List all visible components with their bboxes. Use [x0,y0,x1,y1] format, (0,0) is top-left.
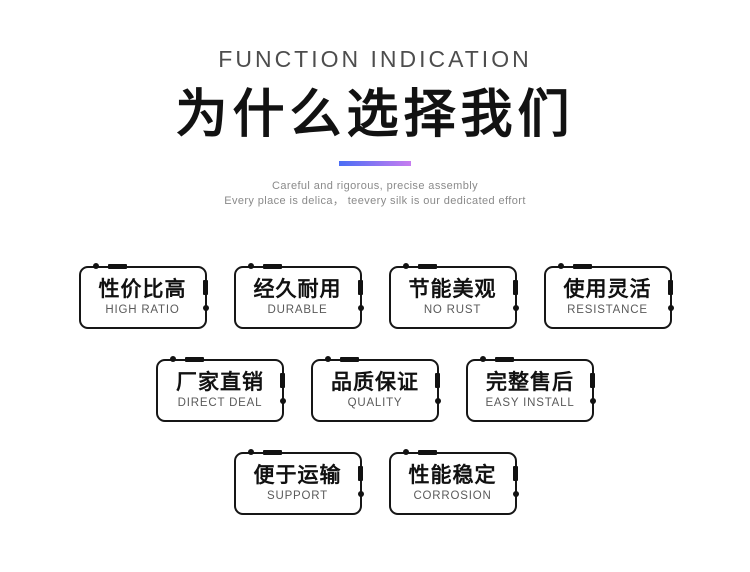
deco-dash-top-icon [262,264,282,269]
deco-dash-right-icon [357,280,363,295]
deco-dash-right-icon [512,280,518,295]
feature-label-en: QUALITY [347,397,403,409]
feature-label-en: CORROSION [413,490,492,502]
deco-dash-right-icon [357,466,363,481]
deco-dash-top-icon [417,264,437,269]
feature-card: 性价比高 HIGH RATIO [78,263,209,329]
feature-label-zh: 使用灵活 [563,278,652,301]
deco-dot-right-icon [512,305,519,311]
feature-label-zh: 性能稳定 [408,464,497,487]
feature-card: 厂家直销 DIRECT DEAL [156,356,286,422]
deco-dot-right-icon [357,491,364,497]
deco-dot-right-icon [435,398,441,404]
header-section: FUNCTION INDICATION 为什么选择我们 Careful and … [0,0,750,209]
deco-dot-top-icon [325,356,331,362]
deco-dash-top-icon [417,450,437,455]
deco-dot-right-icon [280,398,286,404]
feature-label-zh: 便于运输 [253,464,342,487]
feature-label-en: RESISTANCE [567,304,648,316]
deco-dash-top-icon [107,264,127,269]
deco-dash-top-icon [340,357,359,362]
eyebrow-heading: FUNCTION INDICATION [218,46,532,72]
subtitle-line-2: Every place is delica， teevery silk is o… [224,195,526,207]
feature-grid: 性价比高 HIGH RATIO 经久耐用 DURABLE 节能美观 NO RUST 使用灵活… [0,263,750,515]
feature-label-zh: 性价比高 [98,278,187,301]
feature-card: 节能美观 NO RUST [388,263,519,329]
deco-dash-right-icon [280,373,285,388]
feature-label-en: HIGH RATIO [105,304,180,316]
deco-dot-top-icon [557,263,564,269]
deco-dash-right-icon [435,373,440,388]
feature-label-en: NO RUST [423,304,482,316]
deco-dot-right-icon [357,305,364,311]
deco-dot-right-icon [202,305,209,311]
deco-dash-right-icon [202,280,208,295]
feature-label-zh: 完整售后 [486,371,574,394]
subtitle-line-1: Careful and rigorous, precise assembly [272,180,478,192]
feature-label-zh: 厂家直销 [176,371,264,394]
feature-label-zh: 品质保证 [331,371,419,394]
deco-dot-top-icon [92,263,99,269]
feature-label-en: SUPPORT [267,490,328,502]
feature-card: 便于运输 SUPPORT [233,449,364,515]
deco-dash-right-icon [590,373,595,388]
feature-row-3: 便于运输 SUPPORT 性能稳定 CORROSION [233,449,519,515]
feature-label-en: DURABLE [267,304,328,316]
feature-card: 使用灵活 RESISTANCE [543,263,674,329]
feature-row-1: 性价比高 HIGH RATIO 经久耐用 DURABLE 节能美观 NO RUST 使用灵活… [78,263,674,329]
deco-dash-top-icon [185,357,204,362]
feature-row-2: 厂家直销 DIRECT DEAL 品质保证 QUALITY 完整售后 EASY INSTA… [156,356,596,422]
subtitle-block: Careful and rigorous, precise assembly E… [0,179,750,209]
deco-dot-top-icon [480,356,486,362]
feature-label-zh: 经久耐用 [253,278,342,301]
deco-dash-top-icon [572,264,592,269]
feature-card: 品质保证 QUALITY [311,356,441,422]
deco-dash-right-icon [667,280,673,295]
deco-dot-right-icon [667,305,674,311]
deco-dash-top-icon [262,450,282,455]
feature-card: 经久耐用 DURABLE [233,263,364,329]
deco-dot-top-icon [247,263,254,269]
feature-card: 性能稳定 CORROSION [388,449,519,515]
feature-card: 完整售后 EASY INSTALL [466,356,596,422]
feature-label-en: DIRECT DEAL [177,397,263,409]
feature-label-zh: 节能美观 [408,278,497,301]
deco-dash-right-icon [512,466,518,481]
deco-dash-top-icon [495,357,514,362]
deco-dot-top-icon [247,449,254,455]
page-title: 为什么选择我们 [175,86,575,144]
deco-dot-right-icon [512,491,519,497]
gradient-divider [339,161,411,166]
deco-dot-top-icon [170,356,176,362]
feature-label-en: EASY INSTALL [485,397,575,409]
deco-dot-top-icon [402,449,409,455]
deco-dot-top-icon [402,263,409,269]
deco-dot-right-icon [590,398,596,404]
